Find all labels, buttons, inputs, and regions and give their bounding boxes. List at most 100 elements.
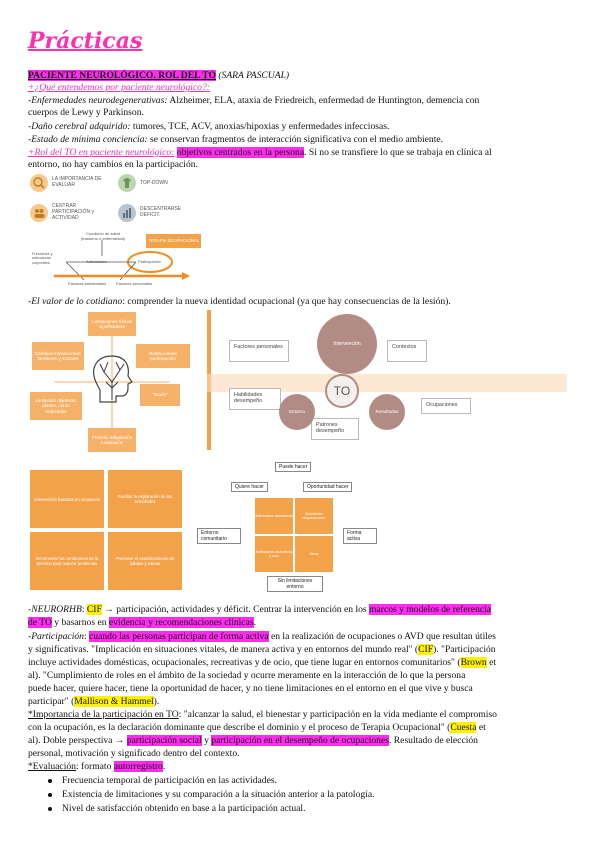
- valor-line: -El valor de lo cotidiano: comprender la…: [28, 296, 573, 308]
- participacion-line2-text: y significativas. "Implicación en situac…: [28, 644, 419, 655]
- neurorhb-hl-to: de TO: [28, 617, 52, 628]
- importancia-line2-text: con la ocupación, es la declaración domi…: [28, 722, 451, 733]
- people-icon: [30, 204, 48, 222]
- rol-line: +Rol del TO en paciente neurológico: obj…: [28, 147, 573, 159]
- neuro-line-2: cuerpos de Lewy y Parkinson.: [28, 107, 144, 118]
- cycle-box-3: "Duelo": [140, 384, 180, 406]
- importancia-hl2: participación en el desempeño de ocupaci…: [211, 735, 389, 746]
- evaluacion-line: *Evaluación: formato autorregistro.: [28, 761, 573, 773]
- fig5-box-forma: Forma activa: [343, 528, 377, 544]
- evaluacion-text: : formato: [75, 761, 114, 772]
- grid-cell-1: Intervención basadas en ocupación: [30, 470, 104, 528]
- icf-diagram-lines: [54, 240, 190, 281]
- participacion-hl: cuando las personas participan de forma …: [89, 631, 269, 642]
- fig3-circle-entorno: Entorno: [279, 394, 315, 430]
- grid-cell-3: Incrementar las condiciones de la person…: [30, 532, 104, 590]
- participacion-line3-end: et: [486, 657, 497, 668]
- neurorhb-line-2: de TO y basarnos en evidencia y recomend…: [28, 617, 573, 629]
- cycle-box-5: Limitación objetivos, planes, como reali…: [30, 392, 82, 420]
- icf-node-2: Actividades: [86, 259, 107, 264]
- head-tree-illustration: [93, 355, 133, 403]
- rol-label: +Rol del TO en paciente neurológico:: [28, 147, 175, 158]
- neuro-line: -Enfermedades neurodegenerativas: Alzhei…: [28, 95, 573, 107]
- icf-bottom-2: Factores personales: [116, 281, 153, 286]
- magnifier-icon: [30, 174, 48, 192]
- rol-line-2: entorno, no hay cambios en la participac…: [28, 159, 198, 170]
- fig5-cell-2: Actividades ocupacionales: [295, 498, 333, 534]
- valor-label: -El valor de lo cotidiano: [28, 296, 123, 307]
- fig1-item-4: DESCENTRARSE DEFICIT.: [140, 206, 182, 218]
- fig3-box-factores: Factores personales: [229, 340, 289, 362]
- list-item: Nivel de satisfacción obtenido en base a…: [48, 803, 375, 817]
- importancia-cuesta: Cuesta: [450, 722, 477, 733]
- neurorhb-line2-text: y basarnos en: [51, 617, 109, 628]
- importancia-label: *Importancia de la participación en TO: [28, 709, 179, 720]
- neurorhb-line: -NEURORHB: CIF → participación, activida…: [28, 604, 573, 616]
- importancia-line2-end: et: [476, 722, 486, 733]
- fig3-box-ocupaciones: Ocupaciones: [421, 398, 471, 414]
- figure-importance-evaluation: LA IMPORTANCIA DE EVALUAR TOP-DOWN CENTR…: [28, 170, 210, 290]
- fig3-circle-resultados: Resultados: [369, 394, 405, 430]
- valor-text: : comprender la nueva identidad ocupacio…: [122, 296, 451, 307]
- neuro-label: -Enfermedades neurodegenerativas:: [28, 95, 168, 106]
- section-heading: PACIENTE NEUROLÓGICO. ROL DEL TO: [28, 70, 216, 81]
- participacion-line-3: incluye actividades domésticas, ocupacio…: [28, 657, 573, 669]
- grid-cell-2: Facilitar la exploración de las activida…: [108, 470, 182, 528]
- icf-top: Condición de salud (trastorno o enfermed…: [80, 231, 126, 241]
- estado-text: se conservan fragmentos de interacción s…: [147, 134, 444, 145]
- importancia-hl1: participación social: [126, 735, 202, 746]
- fig5-box-sin: Sin limitaciones entorno: [267, 576, 323, 592]
- dano-text: tumores, TCE, ACV, anoxias/hipoxias y en…: [130, 121, 390, 132]
- evaluacion-hl: autorregistro: [113, 761, 163, 772]
- icf-node-3: Participación: [138, 259, 161, 264]
- section-author: (SARA PASCUAL): [218, 70, 290, 81]
- participacion-line6-end: ).: [153, 696, 160, 707]
- rol-highlight: objetivos centrados en la persona: [176, 147, 305, 158]
- neurorhb-sep: :: [81, 604, 87, 615]
- shirt-icon: [118, 174, 136, 192]
- neurorhb-cif: CIF: [86, 604, 102, 615]
- importancia-line-4: personal, motivación y significado dentr…: [28, 748, 240, 759]
- fig3-box-habilidades: Habilidades desempeño: [229, 388, 281, 410]
- participacion-cif: CIF: [418, 644, 434, 655]
- importancia-line3-end: . Resultado de elección: [388, 735, 478, 746]
- figure-adaptation-cycle: Limitaciones físicas significativas Rest…: [28, 312, 198, 454]
- dano-label: -Daño cerebral adquirido:: [28, 121, 131, 132]
- cycle-box-2: Restricciones participación: [136, 344, 190, 368]
- dano-line: -Daño cerebral adquirido: tumores, TCE, …: [28, 121, 573, 133]
- neurorhb-text: → participación, actividades y déficit. …: [101, 604, 370, 615]
- fig1-item-1: LA IMPORTANCIA DE EVALUAR: [52, 176, 102, 188]
- cycle-box-6: Cambios interacciones familiares y socia…: [32, 342, 84, 370]
- chart-icon: [118, 204, 136, 222]
- icf-title: TERAPIA OCUPACIONAL: [146, 234, 202, 249]
- fig5-box-oportunidad: Oportunidad hacer: [303, 482, 353, 492]
- evaluacion-end: .: [162, 761, 166, 772]
- fig5-box-entorno: Entorno comunitario: [197, 528, 241, 544]
- participacion-label: -Participación: [28, 631, 84, 642]
- participacion-line3-text: incluye actividades domésticas, ocupacio…: [28, 657, 461, 668]
- figure-intervention-grid: Intervención basadas en ocupación Facili…: [30, 470, 182, 590]
- cycle-box-4: Proceso adaptación Aceptación: [88, 428, 136, 452]
- fig5-box-puede: Puede hacer: [275, 462, 312, 472]
- list-item: Existencia de limitaciones y su comparac…: [48, 789, 375, 803]
- participacion-sep: :: [83, 631, 90, 642]
- participacion-line-5: puede hacer, quiere hacer, tiene la opor…: [28, 683, 473, 694]
- list-item: Frecuencia temporal de participación en …: [48, 775, 375, 789]
- fig3-box-patrones: Patrones desempeño: [311, 418, 359, 440]
- fig3-center-to: TO: [325, 374, 359, 408]
- fig5-cell-4: Otros: [295, 536, 333, 572]
- grid-cell-4: Promover el establecimiento de hábitos y…: [108, 532, 182, 590]
- page-title: Prácticas: [28, 28, 143, 54]
- participacion-line-6: participar" (Mallison & Hammel).: [28, 696, 573, 708]
- importancia-line-1: *Importancia de la participación en TO: …: [28, 709, 573, 721]
- icf-node-1: Funciones y estructuras corporales: [32, 252, 53, 265]
- figure-to-diagram: Factores personales Contextos Habilidade…: [207, 310, 567, 450]
- participacion-line-2: y significativas. "Implicación en situac…: [28, 644, 573, 656]
- fig1-item-2: TOP-DOWN: [140, 180, 168, 186]
- participacion-line-1: -Participación: cuando las personas part…: [28, 631, 573, 643]
- participacion-text: en la realización de ocupaciones o AVD q…: [268, 631, 496, 642]
- accent-band: [207, 374, 567, 392]
- participacion-mallison: Mallison & Hammel: [74, 696, 154, 707]
- neurorhb-label: -NEURORHB: [28, 604, 82, 615]
- fig1-item-3: CENTRAR PARTICIPACIÓN y ACTIVIDAD: [52, 203, 94, 221]
